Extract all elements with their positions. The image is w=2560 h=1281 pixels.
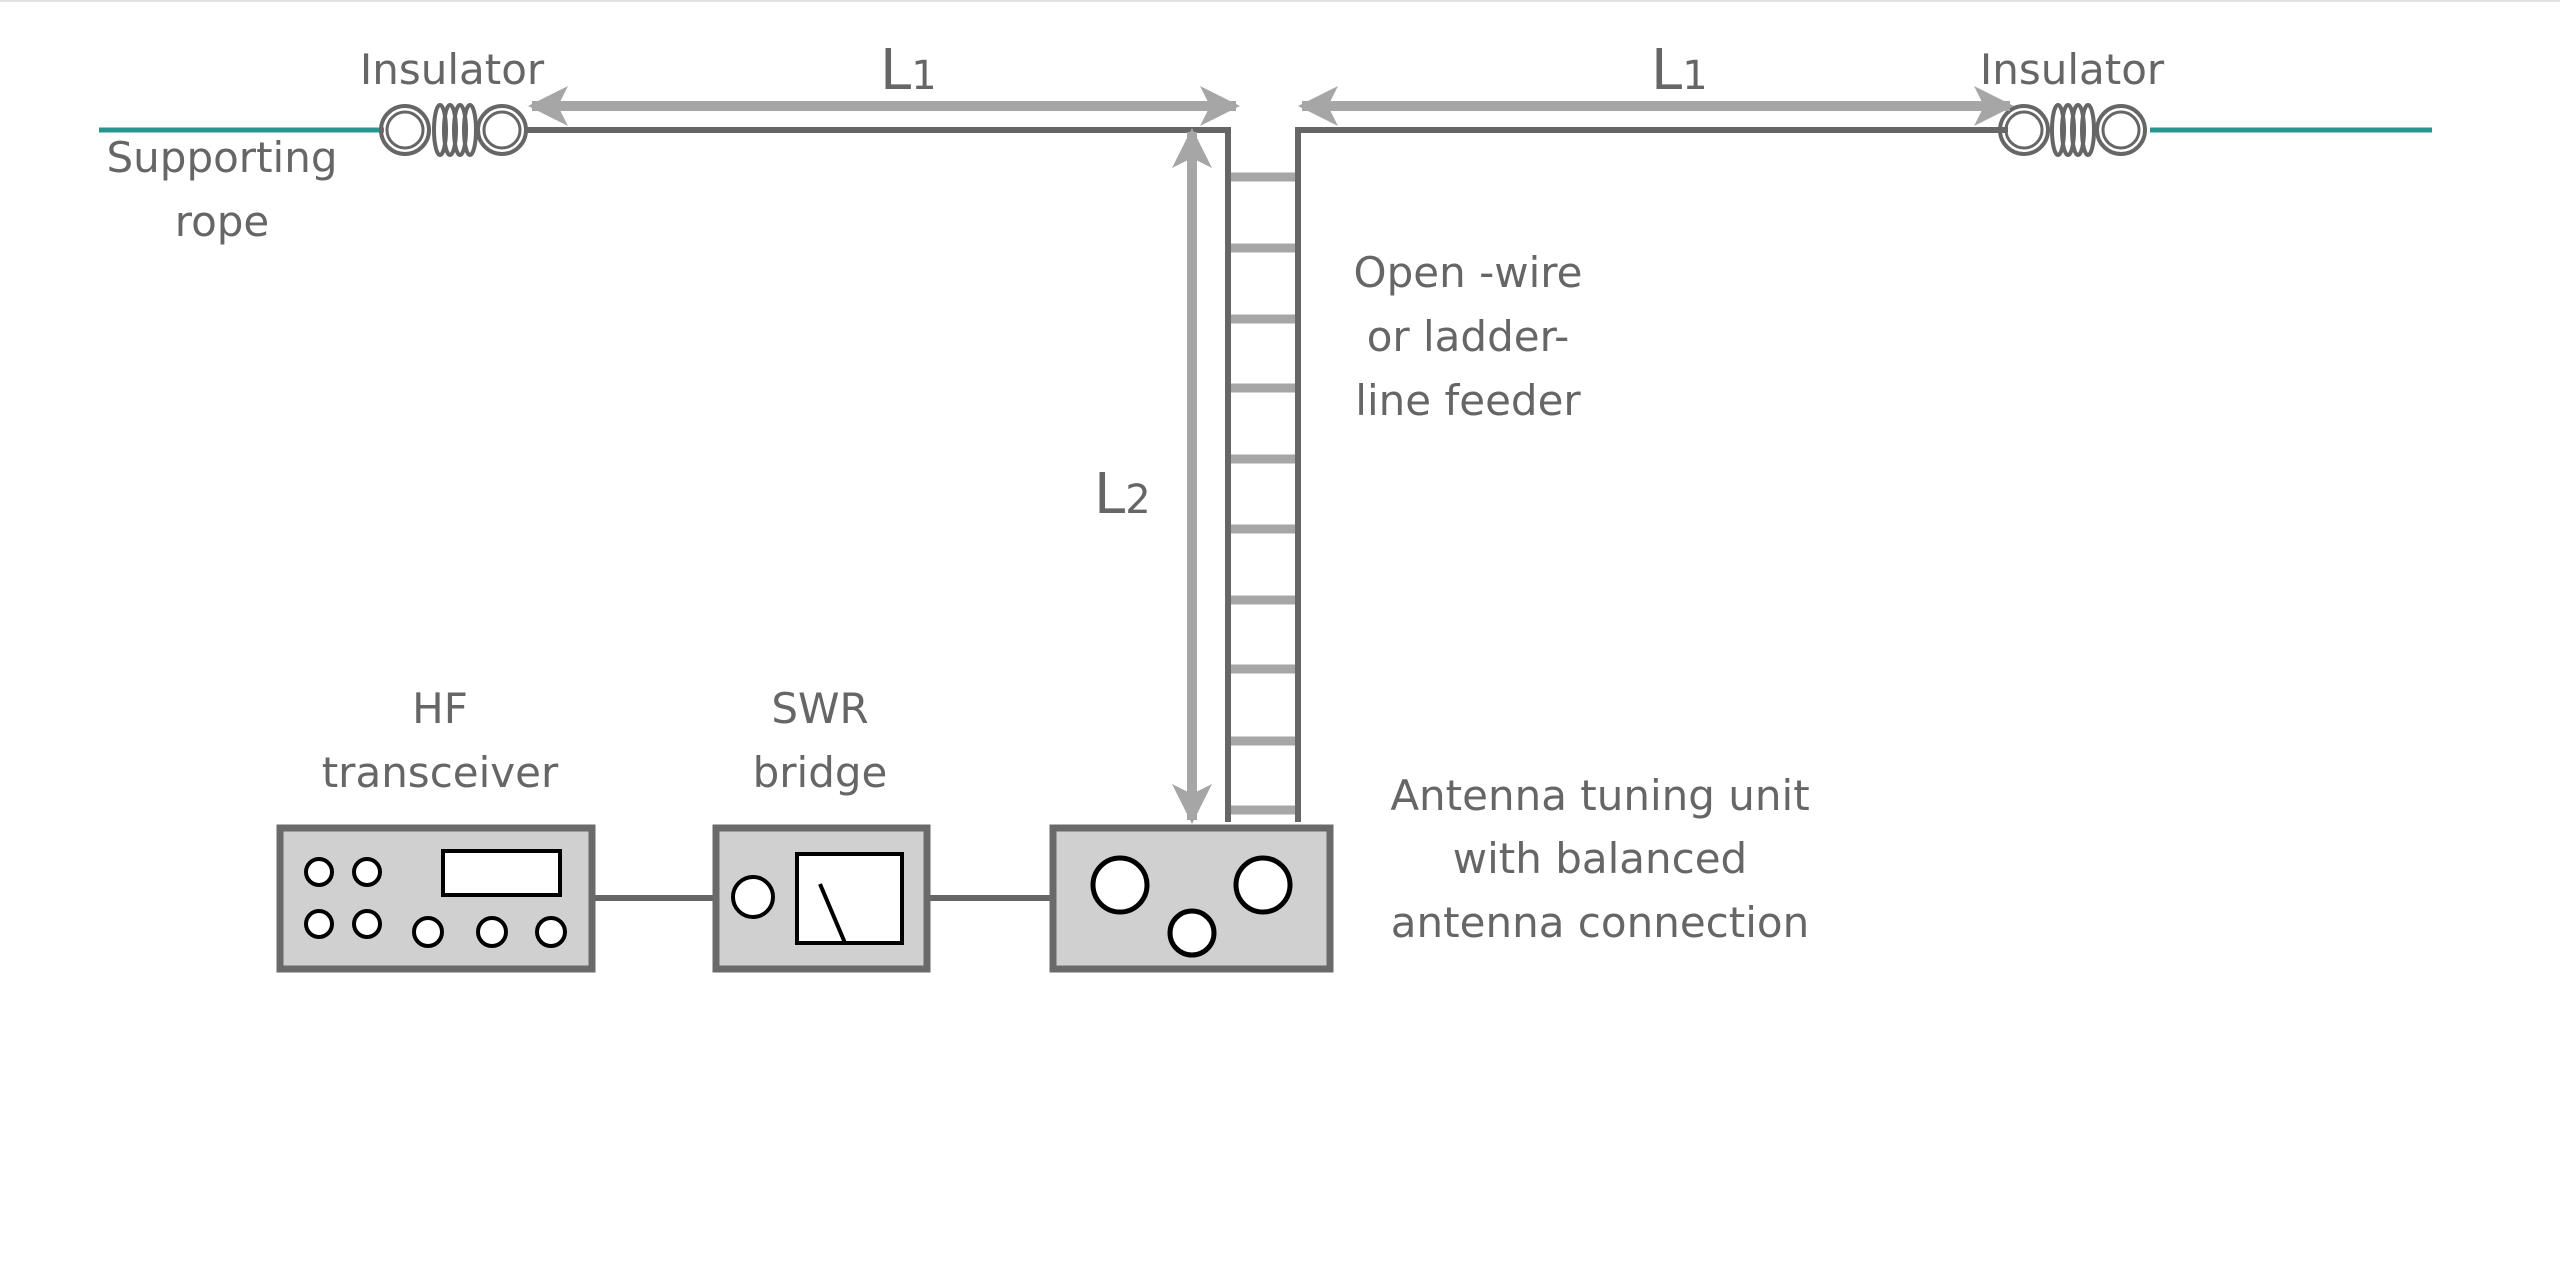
transceiver-label-line1: HF — [412, 684, 468, 733]
transceiver-label-line2: transceiver — [322, 748, 559, 797]
swr-meter-needle — [818, 883, 847, 944]
supporting-rope-label-line1: Supporting — [107, 133, 338, 182]
ladder-rungs — [1231, 172, 1295, 815]
dipole-leg-right — [1295, 127, 2008, 822]
insulator-left-label: Insulator — [360, 45, 545, 94]
l2-label: L2 — [1094, 462, 1151, 527]
atu-knob — [1090, 855, 1150, 915]
feeder-label-line2: or ladder- — [1367, 312, 1570, 361]
transceiver-knob — [412, 916, 444, 948]
swr-knob — [731, 875, 775, 919]
transceiver-knob — [304, 857, 334, 887]
insulator-right-label: Insulator — [1980, 45, 2165, 94]
atu-label-line1: Antenna tuning unit — [1390, 771, 1809, 820]
insulator-left-icon — [379, 103, 528, 157]
antenna-tuning-unit — [1049, 824, 1334, 973]
swr-label-line2: bridge — [753, 748, 888, 797]
l1-right-sub: 1 — [1682, 53, 1707, 99]
transceiver-knob — [352, 857, 382, 887]
l1-left-sub: 1 — [911, 53, 936, 99]
transceiver-knob — [304, 909, 334, 939]
transceiver-display — [441, 849, 562, 897]
supporting-rope-label-line2: rope — [175, 197, 270, 246]
atu-knob — [1233, 855, 1293, 915]
l2-sub: 2 — [1125, 477, 1150, 523]
atu-knob — [1167, 908, 1217, 958]
transceiver-knob — [535, 916, 567, 948]
l2-main: L — [1094, 462, 1125, 527]
hf-transceiver — [276, 824, 596, 973]
atu-label-line3: antenna connection — [1391, 898, 1809, 947]
top-border — [0, 0, 2560, 2]
l1-right-main: L — [1651, 38, 1682, 103]
swr-label-line1: SWR — [771, 684, 868, 733]
atu-label-line2: with balanced — [1453, 834, 1747, 883]
transceiver-knob — [476, 916, 508, 948]
swr-meter — [795, 852, 904, 945]
swr-bridge — [712, 824, 931, 973]
feeder-label-line1: Open -wire — [1354, 248, 1583, 297]
feeder-label-line3: line feeder — [1355, 376, 1581, 425]
l1-left-main: L — [880, 38, 911, 103]
dipole-leg-left — [526, 127, 1231, 822]
transceiver-knob — [352, 909, 382, 939]
l1-left-label: L1 — [880, 38, 937, 103]
insulator-right-icon — [1998, 103, 2147, 157]
l1-right-label: L1 — [1651, 38, 1708, 103]
